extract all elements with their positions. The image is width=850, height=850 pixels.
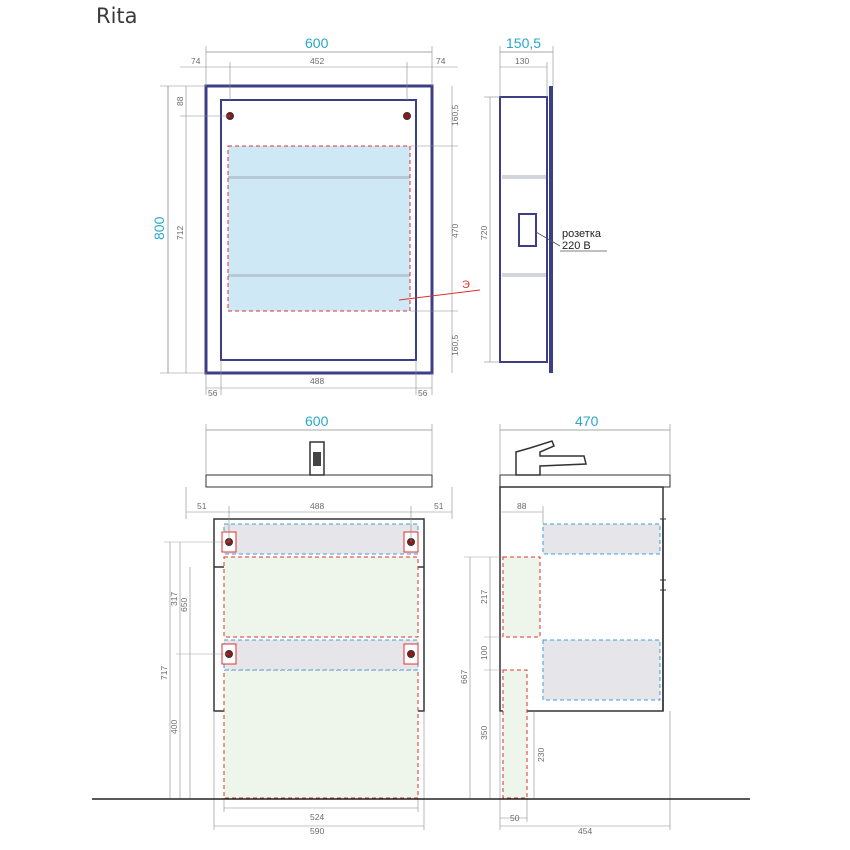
dim-top-88: 88: [175, 96, 185, 106]
socket-label-line1: розетка: [562, 228, 602, 240]
dim-cab-left-51: 51: [197, 501, 207, 511]
dim-cab-317: 317: [169, 592, 179, 606]
dim-cab-right-51: 51: [434, 501, 444, 511]
dim-right-top: 160,5: [450, 104, 460, 126]
dim-side-667: 667: [459, 670, 469, 684]
cabinet-depth-label: 470: [575, 413, 599, 429]
mount-hole-icon: [407, 650, 415, 658]
mirror-side-glass: [549, 86, 553, 373]
cabinet-zone-lower: [223, 669, 419, 799]
mirror-light-panel: [228, 146, 410, 311]
mirror-inner-frame: [220, 99, 417, 361]
mount-hole-icon: [403, 112, 411, 120]
cabinet-shelf-zone: [223, 639, 419, 671]
dim-cab-590: 590: [310, 826, 324, 836]
dim-side-88: 88: [517, 501, 527, 511]
dim-side-720: 720: [479, 226, 489, 240]
dim-cab-400: 400: [169, 720, 179, 734]
dim-cab-717: 717: [159, 666, 169, 680]
dim-right-74: 74: [436, 56, 446, 66]
cabinet-side-view: 470 88 667 217 100 350 230 50 454: [459, 413, 671, 836]
side-shelf-zone: [542, 639, 661, 701]
basin-top: [205, 474, 433, 488]
cabinet-shelf-zone: [223, 523, 419, 555]
dim-right-bottom: 160,5: [450, 334, 460, 356]
mirror-shelf-line: [228, 176, 410, 179]
socket-label-line2: 220 В: [562, 240, 591, 252]
dim-inner-712: 712: [175, 226, 185, 240]
cabinet-front-view: 600 51 488 51 717 317 650 400 524 590: [159, 413, 453, 836]
dim-side-454: 454: [578, 826, 592, 836]
cabinet-width-label: 600: [305, 413, 329, 429]
dim-bottom-middle-488: 488: [310, 376, 324, 386]
side-basin-top: [499, 474, 671, 488]
mirror-depth-label: 150,5: [506, 35, 541, 51]
mirror-front-view: Э 600 74 452 74 800 88 712 160,5 470 160…: [151, 35, 481, 398]
dim-cab-middle-488: 488: [310, 501, 324, 511]
dim-side-100: 100: [479, 646, 489, 660]
mirror-shelf-line: [228, 274, 410, 277]
marker-label: Э: [462, 279, 470, 291]
mirror-height-label: 800: [151, 216, 167, 240]
side-wall-zone: [502, 556, 541, 638]
dim-cab-524: 524: [310, 812, 324, 822]
dim-right-middle: 470: [450, 224, 460, 238]
dim-left-74: 74: [191, 56, 201, 66]
dim-bottom-right-56: 56: [418, 388, 428, 398]
mirror-dashed-zone: [227, 145, 411, 312]
mirror-side-view: розетка 220 В 150,5 130 720: [479, 35, 607, 373]
dim-side-230: 230: [536, 748, 546, 762]
socket-icon: [518, 213, 537, 247]
side-shelf-zone: [542, 523, 661, 555]
mirror-side-body: [499, 96, 548, 363]
marker-leader: [398, 289, 481, 301]
dim-bottom-left-56: 56: [208, 388, 218, 398]
dim-side-50: 50: [510, 813, 520, 823]
side-wall-zone: [502, 669, 528, 799]
dim-cab-650: 650: [179, 598, 189, 612]
dim-side-130: 130: [515, 56, 529, 66]
faucet-side-icon: [515, 440, 587, 476]
dim-side-217: 217: [479, 590, 489, 604]
cabinet-zone-upper: [223, 556, 419, 638]
mirror-width-label: 600: [305, 35, 329, 51]
dim-side-350: 350: [479, 726, 489, 740]
dim-middle-452: 452: [310, 56, 324, 66]
drawing-title: Rita: [96, 4, 138, 28]
